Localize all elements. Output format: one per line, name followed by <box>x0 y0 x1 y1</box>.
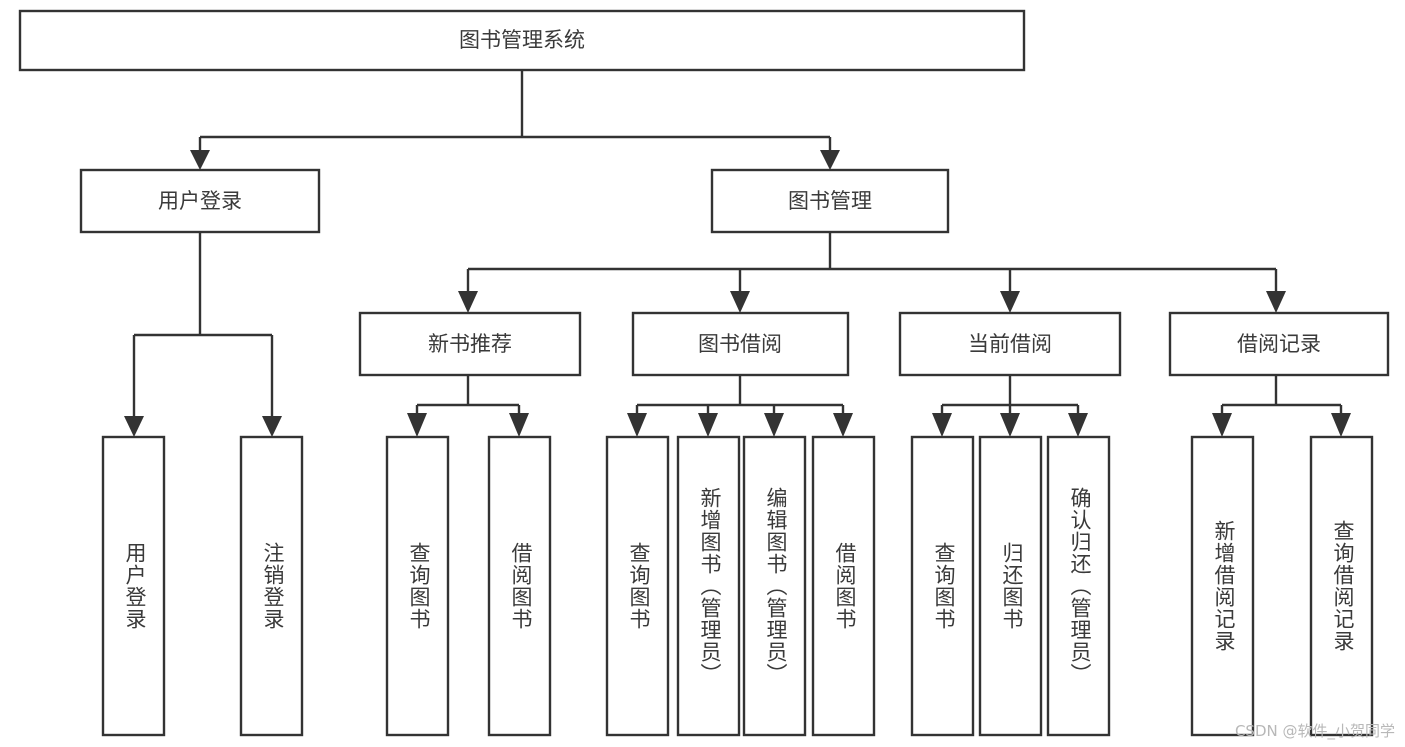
node-book-manage-box[interactable] <box>710 168 950 234</box>
node-leaf-query-record-label: 查询借阅记录 <box>1331 520 1355 652</box>
node-leaf-add-record-box[interactable] <box>1190 435 1255 737</box>
node-leaf-query-book-3-box[interactable] <box>910 435 975 737</box>
arrow-leaf-query-book-2 <box>627 413 647 437</box>
arrow-leaf-query-book-3 <box>932 413 952 437</box>
node-system-root[interactable]: 图书管理系统 <box>18 9 1026 72</box>
node-leaf-user-login[interactable]: 用户登录 <box>101 435 166 737</box>
arrow-leaf-add-book <box>698 413 718 437</box>
arrow-to-current-borrow <box>1000 291 1020 313</box>
node-leaf-query-book-1[interactable]: 查询图书 <box>385 435 450 737</box>
node-leaf-query-book-1-box[interactable] <box>385 435 450 737</box>
node-leaf-confirm-return-label: 确认归还（管理员） <box>1068 487 1092 685</box>
node-book-manage[interactable]: 图书管理 <box>710 168 950 234</box>
arrow-leaf-logout <box>262 416 282 437</box>
node-leaf-confirm-return[interactable]: 确认归还（管理员） <box>1046 435 1111 737</box>
node-leaf-return-book[interactable]: 归还图书 <box>978 435 1043 737</box>
node-leaf-return-book-label: 归还图书 <box>1000 542 1024 630</box>
node-leaf-borrow-book-2-box[interactable] <box>811 435 876 737</box>
node-current-borrow-box[interactable] <box>898 311 1122 377</box>
node-leaf-add-book[interactable]: 新增图书（管理员） <box>676 435 741 737</box>
node-leaf-borrow-book-2[interactable]: 借阅图书 <box>811 435 876 737</box>
node-leaf-return-book-box[interactable] <box>978 435 1043 737</box>
arrow-to-book-manage <box>820 150 840 170</box>
node-system-root-label: 图书管理系统 <box>459 28 585 52</box>
node-leaf-add-record[interactable]: 新增借阅记录 <box>1190 435 1255 737</box>
arrow-leaf-borrow-book-2 <box>833 413 853 437</box>
node-current-borrow-label: 当前借阅 <box>968 332 1052 356</box>
node-leaf-edit-book-box[interactable] <box>742 435 807 737</box>
node-user-login[interactable]: 用户登录 <box>79 168 321 234</box>
node-book-borrow-label: 图书借阅 <box>698 332 782 356</box>
node-book-borrow[interactable]: 图书借阅 <box>631 311 850 377</box>
node-borrow-record[interactable]: 借阅记录 <box>1168 311 1390 377</box>
node-leaf-edit-book-label: 编辑图书（管理员） <box>764 487 788 685</box>
arrow-leaf-edit-book <box>764 413 784 437</box>
node-leaf-logout-label: 注销登录 <box>261 542 285 630</box>
node-leaf-add-book-label: 新增图书（管理员） <box>698 487 722 685</box>
node-leaf-add-record-label: 新增借阅记录 <box>1212 520 1236 652</box>
node-new-book-rec-box[interactable] <box>358 311 582 377</box>
arrow-leaf-query-record <box>1331 413 1351 437</box>
arrow-leaf-user-login <box>124 416 144 437</box>
node-current-borrow[interactable]: 当前借阅 <box>898 311 1122 377</box>
node-user-login-label: 用户登录 <box>158 189 242 213</box>
node-leaf-query-book-2[interactable]: 查询图书 <box>605 435 670 737</box>
node-user-login-box[interactable] <box>79 168 321 234</box>
node-leaf-borrow-book-2-label: 借阅图书 <box>833 542 857 630</box>
arrow-leaf-add-record <box>1212 413 1232 437</box>
node-leaf-confirm-return-box[interactable] <box>1046 435 1111 737</box>
arrow-to-book-borrow <box>730 291 750 313</box>
arrow-leaf-return-book <box>1000 413 1020 437</box>
arrow-to-borrow-record <box>1266 291 1286 313</box>
node-leaf-query-book-2-box[interactable] <box>605 435 670 737</box>
node-leaf-edit-book[interactable]: 编辑图书（管理员） <box>742 435 807 737</box>
node-borrow-record-box[interactable] <box>1168 311 1390 377</box>
node-leaf-add-book-box[interactable] <box>676 435 741 737</box>
node-borrow-record-label: 借阅记录 <box>1237 332 1321 356</box>
node-book-manage-label: 图书管理 <box>788 189 872 213</box>
arrow-leaf-query-book-1 <box>407 413 427 437</box>
node-leaf-borrow-book-1-box[interactable] <box>487 435 552 737</box>
node-leaf-query-record[interactable]: 查询借阅记录 <box>1309 435 1374 737</box>
node-leaf-logout[interactable]: 注销登录 <box>239 435 304 737</box>
node-book-borrow-box[interactable] <box>631 311 850 377</box>
node-leaf-user-login-box[interactable] <box>101 435 166 737</box>
node-new-book-rec[interactable]: 新书推荐 <box>358 311 582 377</box>
arrow-leaf-borrow-book-1 <box>509 413 529 437</box>
node-system-root-box[interactable] <box>18 9 1026 72</box>
node-leaf-query-book-2-label: 查询图书 <box>627 542 651 630</box>
arrow-leaf-confirm-return <box>1068 413 1088 437</box>
arrow-to-new-book-rec <box>458 291 478 313</box>
node-new-book-rec-label: 新书推荐 <box>428 332 512 356</box>
node-leaf-borrow-book-1-label: 借阅图书 <box>509 542 533 630</box>
node-leaf-query-book-3-label: 查询图书 <box>932 542 956 630</box>
node-leaf-query-book-3[interactable]: 查询图书 <box>910 435 975 737</box>
node-leaf-borrow-book-1[interactable]: 借阅图书 <box>487 435 552 737</box>
node-leaf-query-record-box[interactable] <box>1309 435 1374 737</box>
node-leaf-query-book-1-label: 查询图书 <box>407 542 431 630</box>
arrow-to-user-login <box>190 150 210 170</box>
node-leaf-logout-box[interactable] <box>239 435 304 737</box>
connectors <box>124 70 1351 437</box>
node-leaf-user-login-label: 用户登录 <box>123 542 147 630</box>
